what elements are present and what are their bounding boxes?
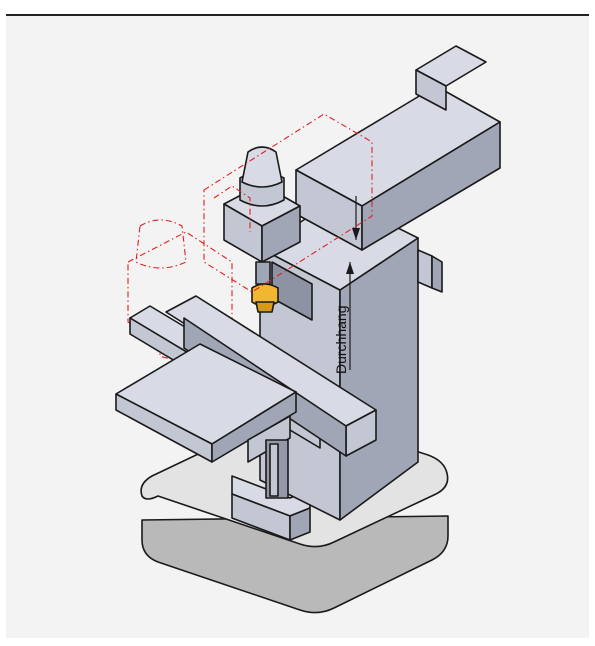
- cutter-tool: [251, 283, 279, 313]
- table-support: [265, 439, 289, 499]
- durchhang-dimension: Durchhang: [333, 196, 360, 374]
- work-table: [115, 343, 297, 463]
- overarm-ram: [295, 45, 501, 251]
- column-clamp: [417, 249, 443, 293]
- durchhang-label: Durchhang: [333, 306, 349, 375]
